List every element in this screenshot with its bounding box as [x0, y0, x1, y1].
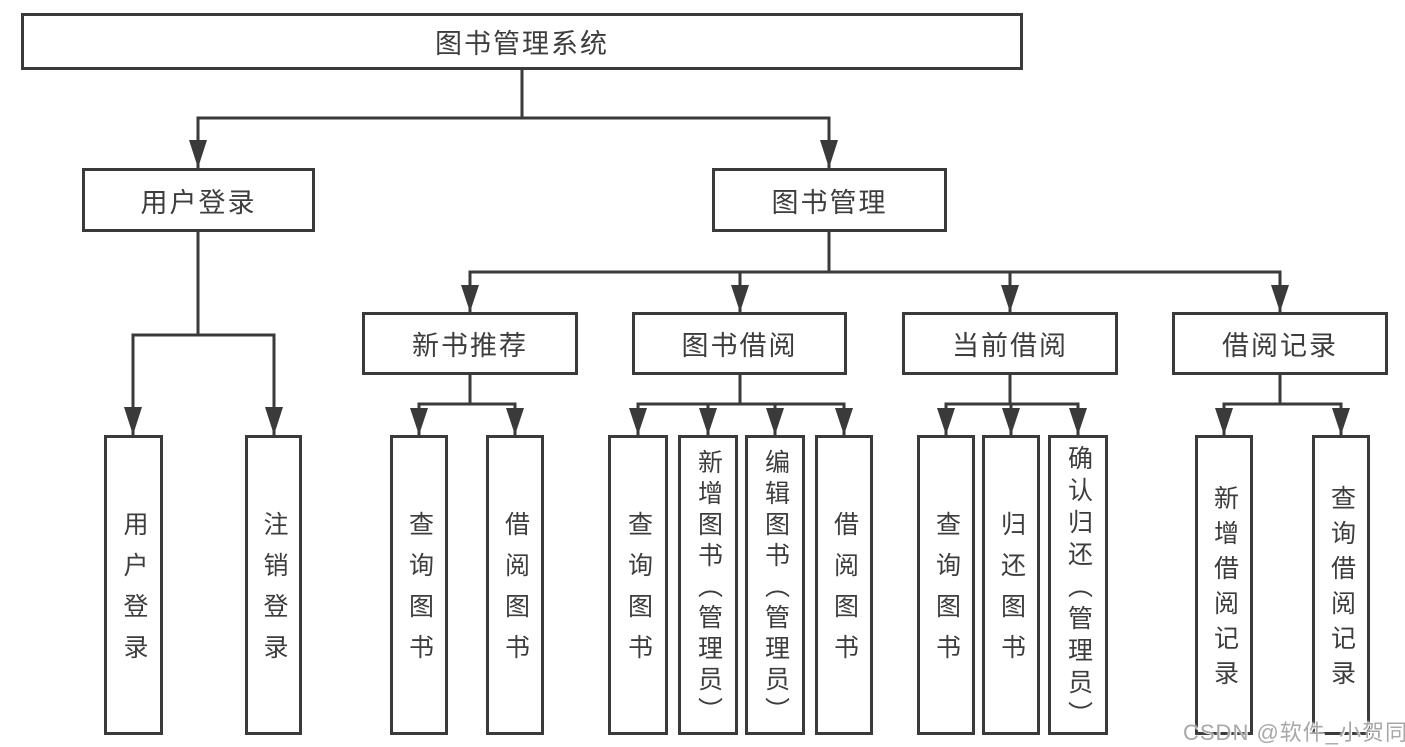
leaf-label: 查询图书 [405, 511, 434, 675]
node-label: 图书借阅 [681, 331, 798, 361]
leaf-label: 查询图书 [624, 511, 653, 675]
leaf-label: 注销登录 [260, 511, 288, 675]
leaf-logout: 注销登录 [245, 435, 302, 735]
leaf-label: 查询图书 [932, 511, 961, 675]
node-label: 图书管理 [771, 187, 888, 218]
node-label: 借阅记录 [1222, 331, 1338, 361]
node-label: 用户登录 [140, 187, 257, 218]
leaf-label: 新增借阅记录 [1210, 485, 1239, 695]
node-book-borrowing: 图书借阅 [632, 312, 847, 375]
node-book-management-system: 图书管理系统 [21, 13, 1023, 70]
leaf-label: 归还图书 [997, 511, 1026, 675]
node-book-management: 图书管理 [712, 168, 947, 232]
leaf-query-books: 查询图书 [608, 435, 668, 735]
leaf-label: 新增图书（管理员） [694, 448, 723, 728]
node-borrowing-records: 借阅记录 [1172, 312, 1388, 375]
node-label: 新书推荐 [412, 331, 528, 361]
node-new-book-recommend: 新书推荐 [362, 312, 578, 375]
leaf-user-login: 用户登录 [104, 435, 163, 735]
leaf-label: 编辑图书（管理员） [761, 448, 790, 728]
node-label: 图书管理系统 [435, 29, 609, 59]
leaf-label: 借阅图书 [501, 511, 530, 675]
node-current-borrowing: 当前借阅 [902, 312, 1118, 375]
leaf-edit-books-admin: 编辑图书（管理员） [745, 435, 805, 735]
node-label: 当前借阅 [952, 331, 1068, 361]
csdn-watermark: CSDN @软件_小贺同学 [1183, 720, 1405, 745]
node-user-login: 用户登录 [82, 168, 315, 232]
leaf-label: 借阅图书 [830, 511, 859, 675]
leaf-return-books: 归还图书 [982, 435, 1040, 735]
leaf-confirm-return-admin: 确认归还（管理员） [1048, 435, 1108, 735]
leaf-add-books-admin: 新增图书（管理员） [678, 435, 738, 735]
leaf-label: 用户登录 [120, 511, 148, 675]
leaf-query-books: 查询图书 [390, 435, 448, 735]
leaf-label: 确认归还（管理员） [1064, 445, 1093, 733]
leaf-label: 查询借阅记录 [1327, 485, 1356, 695]
leaf-query-books: 查询图书 [917, 435, 975, 735]
leaf-query-borrow-record: 查询借阅记录 [1312, 435, 1370, 735]
leaf-borrow-books: 借阅图书 [486, 435, 544, 735]
leaf-borrow-books: 借阅图书 [815, 435, 873, 735]
leaf-add-borrow-record: 新增借阅记录 [1195, 435, 1253, 735]
arrowhead-icons [124, 140, 1350, 435]
